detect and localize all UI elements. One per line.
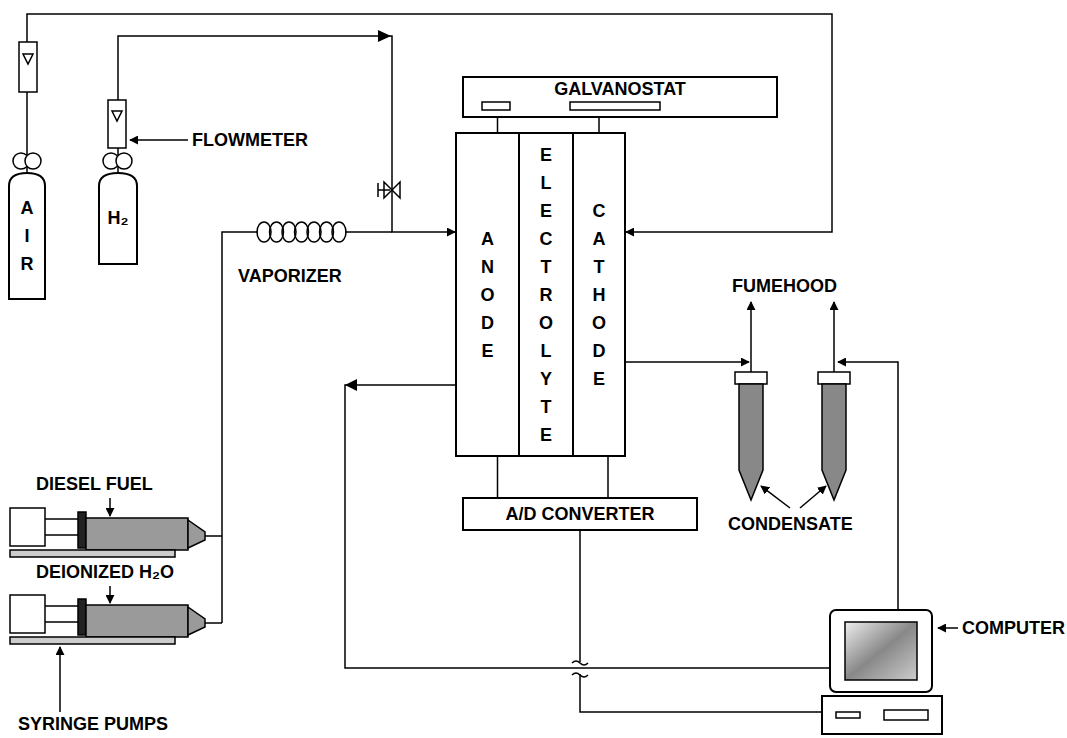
flowmeter-float xyxy=(23,54,33,64)
leader-arrow xyxy=(59,647,61,712)
flow-connector xyxy=(27,14,832,232)
electrode-band: CATHODE xyxy=(572,132,626,457)
plunger-plate xyxy=(78,599,86,635)
node-text: AIR xyxy=(19,194,35,278)
pump-motor xyxy=(10,595,45,633)
computer-monitor xyxy=(830,610,932,692)
leader-arrow xyxy=(109,498,111,516)
part-label: CONDENSATE xyxy=(728,514,853,535)
pump-base xyxy=(10,637,175,644)
node-text: H₂ xyxy=(108,208,129,229)
plunger-plate xyxy=(78,512,86,548)
syringe-tip xyxy=(188,607,205,635)
feed-line xyxy=(345,231,392,233)
leader-arrow xyxy=(800,486,826,508)
vaporizer-coil xyxy=(257,222,346,242)
syringe-tip xyxy=(188,520,205,548)
node-text: ANODE xyxy=(479,225,495,365)
flow-connector xyxy=(497,118,499,132)
cylinder-valve xyxy=(116,153,132,169)
condensate-tube xyxy=(739,384,763,500)
flowmeter xyxy=(108,100,126,148)
syringe-barrel xyxy=(86,518,188,550)
syringe-pump xyxy=(10,595,205,644)
flow-connector xyxy=(607,457,609,497)
drive-slot xyxy=(884,710,928,720)
part-label: FUMEHOOD xyxy=(732,276,837,297)
display-window xyxy=(570,102,660,110)
node-text: A/D CONVERTER xyxy=(505,504,654,525)
syringe-pump xyxy=(10,508,205,557)
node-text: ELECTROLYTE xyxy=(538,141,554,449)
coil-winding xyxy=(332,222,346,242)
pump-base xyxy=(10,550,175,557)
flow-connector xyxy=(118,36,455,232)
part-label: DEIONIZED H₂O xyxy=(36,562,174,583)
gas-cylinder: H₂ xyxy=(98,172,138,265)
node-text: CATHODE xyxy=(591,197,607,393)
pump-rod xyxy=(45,519,80,535)
valve-handle xyxy=(378,183,390,197)
flow-arrow xyxy=(345,379,357,391)
leader-arrow xyxy=(130,139,188,141)
pump-motor xyxy=(10,508,45,546)
part-label: SYRINGE PUMPS xyxy=(18,714,168,735)
node-text: GALVANOSTAT xyxy=(554,79,686,100)
instrument-box: GALVANOSTAT xyxy=(462,76,778,118)
flow-connector xyxy=(598,118,600,132)
tube-cap xyxy=(818,372,850,384)
electrolyte-band: ELECTROLYTE xyxy=(518,132,574,457)
computer-base xyxy=(822,696,942,734)
part-label: VAPORIZER xyxy=(238,266,342,287)
syringe-barrel xyxy=(86,605,188,637)
flow-connector xyxy=(497,457,499,497)
cylinder-body xyxy=(99,173,137,264)
cylinder-valve xyxy=(25,153,41,169)
flowmeter-float xyxy=(112,111,122,121)
flowmeter xyxy=(19,42,37,92)
condensate-tube xyxy=(822,384,846,500)
computer-screen xyxy=(845,622,917,680)
part-label: COMPUTER xyxy=(962,618,1065,639)
data-cable xyxy=(580,531,822,712)
exhaust-line xyxy=(345,362,898,668)
feed-line xyxy=(205,232,258,623)
pump-rod xyxy=(45,606,80,622)
break-mark xyxy=(572,661,588,677)
electrode-band: ANODE xyxy=(455,132,520,457)
leader-arrow xyxy=(109,586,111,603)
display-window xyxy=(482,102,510,110)
part-label: DIESEL FUEL xyxy=(36,474,153,495)
flow-arrow xyxy=(378,30,391,42)
leader-arrow xyxy=(761,486,790,508)
tube-cap xyxy=(735,372,767,384)
instrument-box: A/D CONVERTER xyxy=(462,497,698,531)
vent-line xyxy=(833,302,835,372)
part-label: FLOWMETER xyxy=(192,130,308,151)
drive-slot xyxy=(836,712,860,718)
leader-arrow xyxy=(938,627,958,629)
cylinder-body xyxy=(9,173,45,299)
vent-line xyxy=(750,302,752,372)
gas-cylinder: AIR xyxy=(8,172,46,300)
exhaust-line xyxy=(626,361,749,363)
